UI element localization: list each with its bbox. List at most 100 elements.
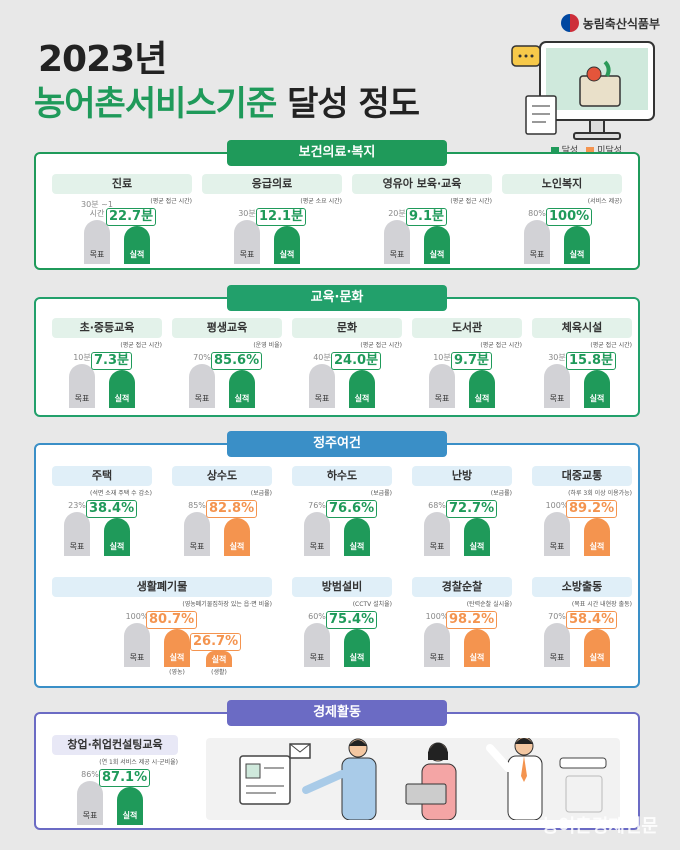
actual-value: 80.7% bbox=[146, 611, 198, 629]
metric-subtitle: (보급률) bbox=[370, 490, 392, 497]
ministry-logo: 농림축산식품부 bbox=[560, 14, 660, 32]
goal-bar: 목표 bbox=[124, 623, 150, 667]
goal-bar: 목표 bbox=[64, 512, 90, 556]
goal-bar: 목표 bbox=[544, 364, 570, 408]
actual-value: 72.7% bbox=[446, 500, 498, 518]
metric-subtitle: (서비스 제공) bbox=[587, 198, 622, 205]
actual-label: 실적 bbox=[114, 394, 130, 403]
page-title: 농어촌서비스기준 달성 정도 bbox=[34, 76, 420, 125]
actual-bar: 실적 bbox=[464, 629, 490, 667]
title-green: 농어촌서비스기준 bbox=[34, 84, 277, 124]
metric-title: 문화 bbox=[292, 318, 402, 338]
actual-label: 실적 bbox=[129, 250, 145, 259]
actual-value: 9.1분 bbox=[406, 208, 447, 226]
actual-label: 실적 bbox=[589, 542, 605, 551]
goal-bar: 목표 bbox=[77, 781, 103, 825]
goal-bar: 목표 bbox=[424, 623, 450, 667]
goal-value: 30분 bbox=[548, 353, 566, 362]
actual-value: 85.6% bbox=[211, 352, 263, 370]
goal-value: 85% bbox=[188, 501, 206, 510]
goal-label: 목표 bbox=[194, 394, 210, 403]
metric-title: 노인복지 bbox=[502, 174, 622, 194]
actual-value: 89.2% bbox=[566, 500, 618, 518]
actual-bar: 실적 bbox=[349, 370, 375, 408]
actual-label: 실적 bbox=[469, 542, 485, 551]
goal-bar: 목표 bbox=[524, 220, 550, 264]
actual-value: 82.8% bbox=[206, 500, 258, 518]
legend: 달성 미달성 bbox=[550, 143, 622, 156]
goal-label: 목표 bbox=[189, 542, 205, 551]
metric-subtitle: (하루 3회 이상 이용가능) bbox=[568, 490, 632, 497]
goal-label: 목표 bbox=[89, 250, 105, 259]
metric-title: 평생교육 bbox=[172, 318, 282, 338]
metric-title: 방범설비 bbox=[292, 577, 392, 597]
monitor-illustration bbox=[511, 41, 655, 140]
actual-value: 7.3분 bbox=[91, 352, 132, 370]
goal-value: 86% bbox=[81, 770, 99, 779]
goal-label: 목표 bbox=[129, 653, 145, 662]
actual-bar: 실적 bbox=[124, 226, 150, 264]
goal-value: 100% bbox=[545, 501, 569, 510]
metric-title: 대중교통 bbox=[532, 466, 632, 486]
business-scene-illustration bbox=[206, 736, 620, 821]
goal-value: 70% bbox=[548, 612, 566, 621]
goal-label: 목표 bbox=[434, 394, 450, 403]
title-dark: 달성 정도 bbox=[287, 84, 420, 124]
section-title: 정주여건 bbox=[227, 431, 447, 457]
metric-title: 상수도 bbox=[172, 466, 272, 486]
actual-bar: 실적 bbox=[469, 370, 495, 408]
actual-label: 실적 bbox=[169, 653, 185, 662]
metric-subtitle: (평균 접근 시간) bbox=[480, 342, 522, 349]
metric-subtitle: (보급률) bbox=[490, 490, 512, 497]
metric-title: 창업·취업컨설팅교육 bbox=[52, 735, 178, 755]
metric-subtitle: (탄력순찰 실시율) bbox=[466, 601, 512, 608]
metric-subtitle: (평균 접근 시간) bbox=[360, 342, 402, 349]
goal-bar: 목표 bbox=[304, 512, 330, 556]
actual-label: 실적 bbox=[569, 250, 585, 259]
actual-label: 실적 bbox=[429, 250, 445, 259]
goal-label: 목표 bbox=[429, 653, 445, 662]
actual-bar: 실적 bbox=[344, 629, 370, 667]
goal-label: 목표 bbox=[549, 542, 565, 551]
metric-subtitle: (보급률) bbox=[250, 490, 272, 497]
metric-subtitle: (평균 소요 시간) bbox=[300, 198, 342, 205]
actual-bar: 실적 bbox=[164, 629, 190, 667]
goal-label: 목표 bbox=[74, 394, 90, 403]
goal-label: 목표 bbox=[529, 250, 545, 259]
goal-bar: 목표 bbox=[184, 512, 210, 556]
goal-value: 100% bbox=[125, 612, 149, 621]
metric-title: 영유아 보육·교육 bbox=[352, 174, 492, 194]
goal-value: 76% bbox=[308, 501, 326, 510]
actual-label: 실적 bbox=[279, 250, 295, 259]
korea-emblem-icon bbox=[560, 14, 579, 32]
actual-label: 실적 bbox=[349, 542, 365, 551]
actual-bar: 실적 bbox=[584, 518, 610, 556]
actual-bar: 실적 bbox=[104, 518, 130, 556]
actual-label: 실적 bbox=[234, 394, 250, 403]
metric-title: 난방 bbox=[412, 466, 512, 486]
goal-value: 60% bbox=[308, 612, 326, 621]
goal-value: 40분 bbox=[313, 353, 331, 362]
actual-value: 24.0분 bbox=[331, 352, 382, 370]
goal-bar: 목표 bbox=[69, 364, 95, 408]
actual-value: 15.8분 bbox=[566, 352, 617, 370]
goal-value: 10분 bbox=[433, 353, 451, 362]
goal-value: 70% bbox=[193, 353, 211, 362]
actual-value: 100% bbox=[546, 208, 593, 226]
goal-bar: 목표 bbox=[544, 512, 570, 556]
actual-value: 12.1분 bbox=[256, 208, 307, 226]
actual-label: 실적 bbox=[349, 653, 365, 662]
goal-value: 30분 bbox=[238, 209, 256, 218]
actual2-value: 26.7% bbox=[190, 633, 242, 651]
